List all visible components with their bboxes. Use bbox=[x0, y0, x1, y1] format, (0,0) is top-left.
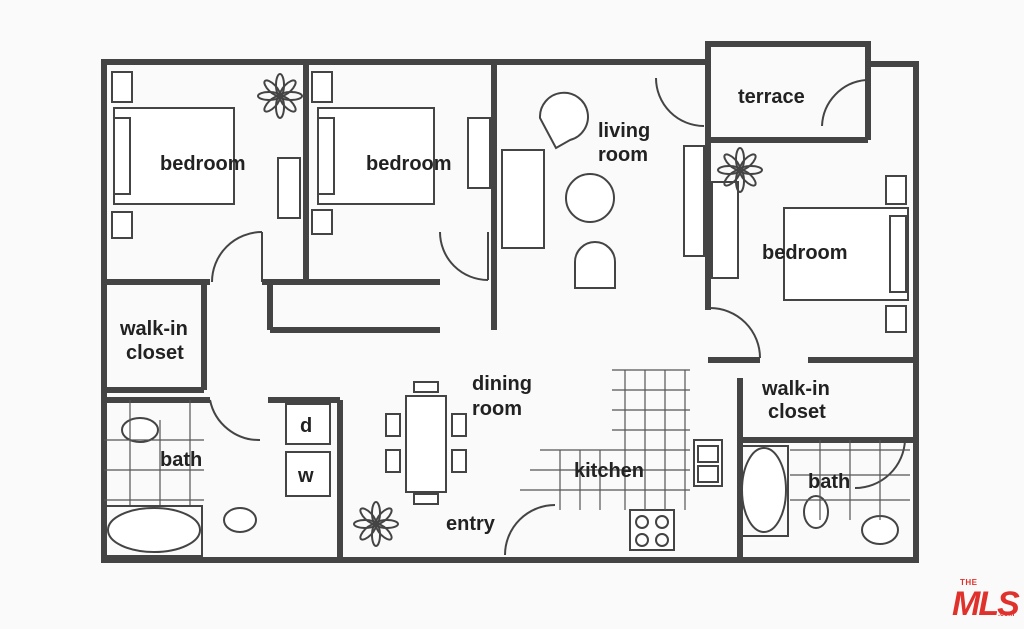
label-closet-1: closet bbox=[126, 342, 184, 364]
tile-floor bbox=[104, 369, 910, 520]
outer-walls bbox=[101, 41, 919, 563]
label-closet-2: closet bbox=[768, 401, 826, 423]
label-washer: w bbox=[297, 465, 314, 487]
plant-icon bbox=[257, 73, 763, 547]
dining-table bbox=[405, 395, 447, 493]
label-dining-2: room bbox=[472, 398, 522, 420]
logo-top-text: THE bbox=[960, 578, 978, 587]
bed-2 bbox=[317, 107, 435, 205]
bed-1 bbox=[113, 107, 235, 205]
label-kitchen: kitchen bbox=[574, 460, 644, 482]
label-bedroom-1: bedroom bbox=[160, 153, 246, 175]
logo-suffix: .com bbox=[998, 611, 1015, 618]
tub-1 bbox=[107, 507, 201, 553]
tub-2 bbox=[741, 447, 787, 533]
label-walk-in-2: walk-in bbox=[761, 378, 830, 400]
label-walk-in-1: walk-in bbox=[119, 318, 188, 340]
furniture bbox=[105, 71, 909, 557]
interior-walls bbox=[104, 62, 916, 560]
room-labels: bedroom bedroom bedroom living room terr… bbox=[119, 86, 850, 535]
door-swings bbox=[209, 77, 906, 556]
label-entry: entry bbox=[446, 513, 496, 535]
sofa bbox=[501, 149, 545, 249]
label-bedroom-2: bedroom bbox=[366, 153, 452, 175]
label-dryer: d bbox=[300, 415, 312, 437]
bed-3 bbox=[783, 207, 909, 301]
label-living-1: living bbox=[598, 120, 650, 142]
coffee-table bbox=[565, 173, 615, 223]
label-terrace: terrace bbox=[738, 86, 805, 108]
label-bath-1: bath bbox=[160, 449, 202, 471]
label-bedroom-3: bedroom bbox=[762, 242, 848, 264]
label-living-2: room bbox=[598, 144, 648, 166]
label-bath-2: bath bbox=[808, 471, 850, 493]
mls-logo: MLS bbox=[952, 585, 1020, 623]
label-dining-1: dining bbox=[472, 373, 532, 395]
